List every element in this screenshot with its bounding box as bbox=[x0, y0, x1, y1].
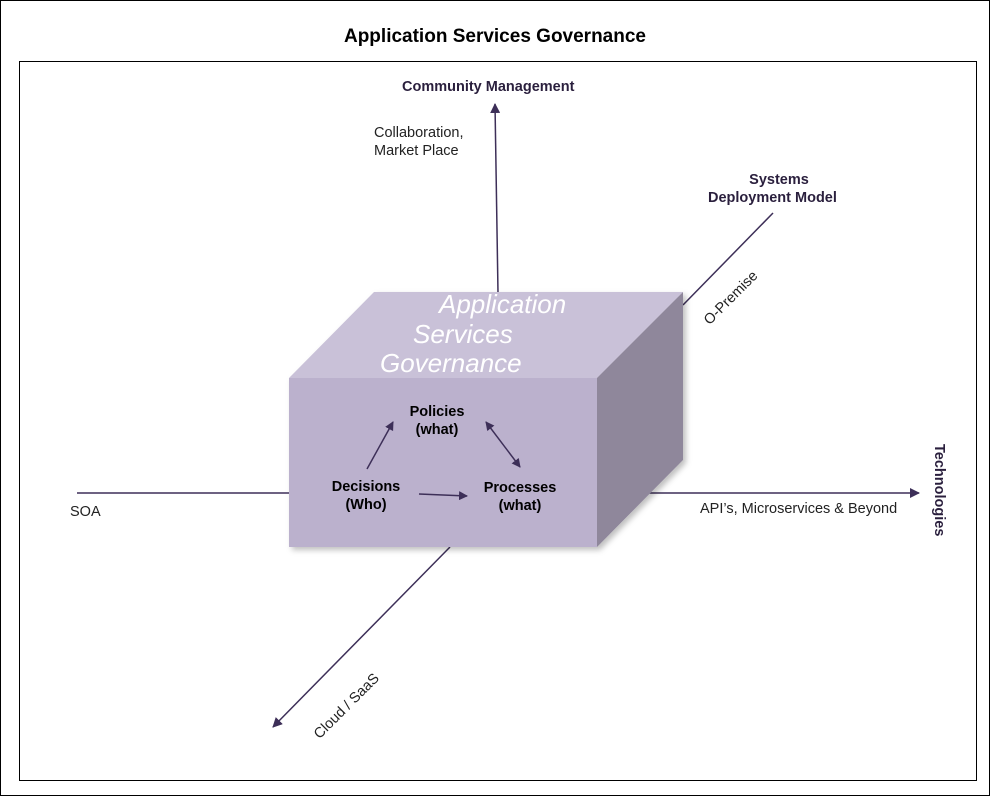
processes-node-line2: (what) bbox=[498, 498, 542, 514]
page-title: Application Services Governance bbox=[343, 26, 646, 47]
cube-front-face bbox=[289, 378, 597, 547]
cube-side-face bbox=[597, 292, 683, 547]
diagram-frame bbox=[19, 61, 977, 781]
vertical-axis-name: Community Management bbox=[402, 79, 575, 95]
diagonal-axis-name-line2: Deployment Model bbox=[708, 190, 837, 206]
horizontal-axis-name: Technologies bbox=[931, 444, 947, 537]
decisions-to-policies-arrow bbox=[366, 421, 394, 470]
decisions-node: Decisions (Who) bbox=[323, 478, 409, 514]
decisions-node-line2: (Who) bbox=[345, 497, 387, 513]
decisions-to-processes-arrow bbox=[418, 491, 468, 501]
processes-node-line1: Processes bbox=[483, 480, 557, 496]
policies-processes-arrow bbox=[485, 421, 521, 468]
horizontal-right-end-label: API’s, Microservices & Beyond bbox=[700, 501, 898, 517]
processes-node: Processes (what) bbox=[475, 479, 565, 515]
vertical-axis-line bbox=[490, 103, 501, 294]
policies-node-line2: (what) bbox=[415, 422, 459, 438]
box-title-line2: Services bbox=[413, 319, 513, 349]
diagonal-axis-upper-line bbox=[682, 212, 774, 306]
horizontal-left-end-label: SOA bbox=[70, 504, 101, 520]
cube-top-face bbox=[289, 292, 683, 378]
diagonal-axis-lower-line bbox=[272, 546, 451, 728]
vertical-axis-note-line1: Collaboration, bbox=[374, 125, 464, 141]
diagonal-axis-name-line1: Systems bbox=[749, 172, 809, 188]
policies-node: Policies (what) bbox=[397, 403, 477, 439]
policies-node-line1: Policies bbox=[409, 404, 465, 420]
box-title-line3: Governance bbox=[380, 348, 522, 378]
vertical-axis-note-line2: Market Place bbox=[374, 143, 459, 159]
box-title-line1: Application bbox=[439, 289, 567, 319]
decisions-node-line1: Decisions bbox=[331, 479, 401, 495]
governance-cube bbox=[289, 292, 683, 547]
